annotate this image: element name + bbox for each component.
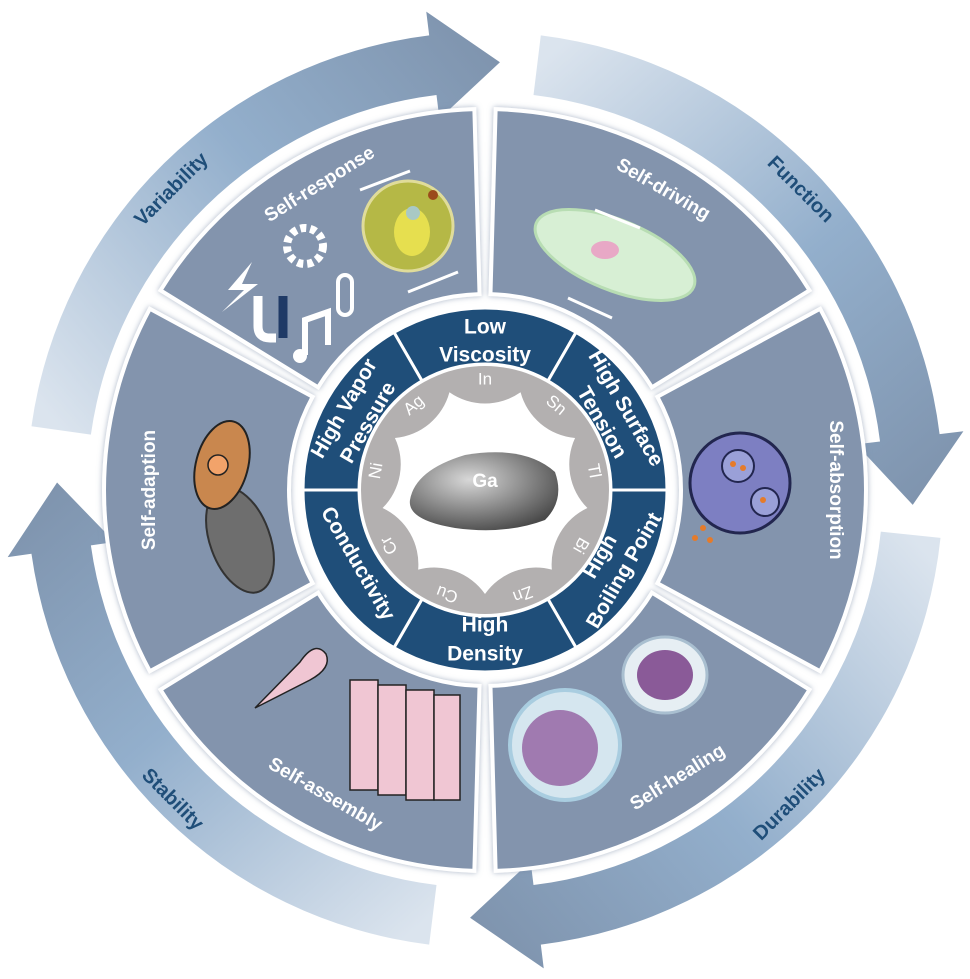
property-high-density-line1: High bbox=[462, 614, 509, 637]
panel-label-self-adaption: Self-adaption bbox=[139, 430, 160, 550]
center-label-ga: Ga bbox=[472, 471, 498, 492]
arrow-icon bbox=[359, 169, 411, 192]
music-note-icon bbox=[302, 307, 331, 355]
property-high-density-line2: Density bbox=[447, 643, 523, 666]
particle-icon bbox=[760, 497, 766, 503]
thermometer-icon bbox=[336, 273, 354, 317]
healed-cell-nucleus-icon bbox=[637, 650, 693, 700]
property-segment-high-vapor-pressure bbox=[301, 330, 425, 492]
absorbing-cell-icon bbox=[688, 431, 792, 535]
particle-icon bbox=[700, 525, 706, 531]
arrow-icon bbox=[567, 296, 613, 320]
healing-cell-nucleus-icon bbox=[522, 710, 598, 786]
particle-icon bbox=[740, 465, 746, 471]
muscle-cells-icon bbox=[349, 679, 461, 801]
arrow-icon bbox=[407, 270, 459, 294]
gallium-droplet-icon bbox=[409, 452, 559, 531]
magnet-icon bbox=[253, 296, 276, 343]
cycle-arrow-stability bbox=[7, 482, 437, 945]
panel-label-self-absorption: Self-absorption bbox=[825, 420, 846, 559]
particle-icon bbox=[707, 537, 713, 543]
element-label-in: In bbox=[478, 369, 492, 388]
music-note-head-icon bbox=[293, 349, 307, 363]
property-low-viscosity-line1: Low bbox=[464, 316, 507, 339]
paramecium-nucleus-icon bbox=[591, 241, 619, 259]
cycle-arrow-durability bbox=[470, 531, 941, 969]
element-label-tl: Tl bbox=[584, 462, 605, 479]
light-sun-icon bbox=[283, 224, 327, 268]
cell-vacuole-icon bbox=[406, 206, 420, 220]
element-label-ni: Ni bbox=[365, 461, 387, 480]
cell-nucleus-icon bbox=[394, 208, 430, 256]
cycle-arrow-variability bbox=[31, 11, 500, 435]
cell-nucleus-icon bbox=[207, 454, 229, 476]
property-low-viscosity-line2: Viscosity bbox=[439, 344, 531, 367]
vesicle-icon bbox=[721, 449, 755, 483]
electric-bolt-icon bbox=[222, 262, 258, 312]
particle-icon bbox=[730, 461, 736, 467]
cycle-arrows bbox=[7, 11, 964, 969]
cycle-arrow-function bbox=[533, 35, 964, 505]
particle-icon bbox=[692, 535, 698, 541]
stem-cell-icon bbox=[254, 647, 328, 709]
panel-self-assembly bbox=[157, 589, 482, 873]
cell-spot-icon bbox=[428, 190, 438, 200]
arrow-icon bbox=[594, 208, 641, 230]
illustrations bbox=[193, 169, 792, 802]
